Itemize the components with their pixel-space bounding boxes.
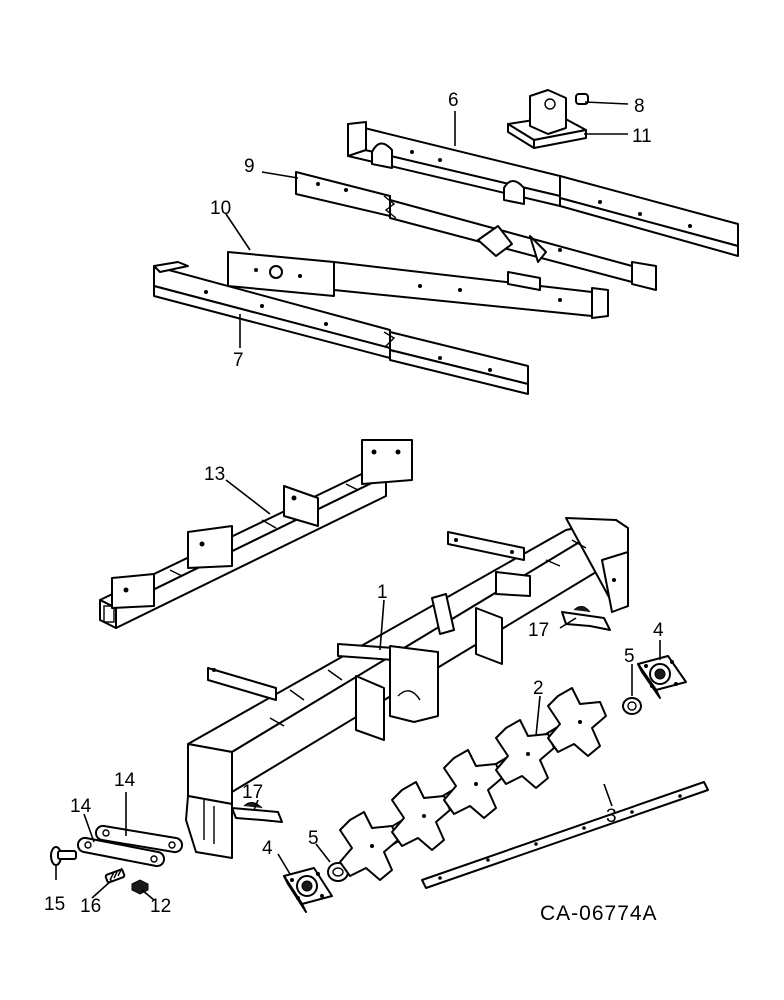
- callout-numbers: 6 8 11 9 10 7 13 1 17 4 5 2 3 17 4 5 14 …: [44, 90, 664, 917]
- part-2-rotor-shaft: [339, 687, 607, 881]
- callout-5-left: 5: [308, 828, 319, 849]
- part-15-pin: [50, 846, 77, 866]
- callout-3: 3: [606, 806, 617, 827]
- callout-8: 8: [634, 96, 645, 117]
- part-10-center-beam: [227, 251, 609, 319]
- part-4-bearing-left: [283, 867, 333, 913]
- callout-1: 1: [377, 582, 388, 603]
- part-14-link-upper: [94, 824, 184, 854]
- callout-12: 12: [150, 896, 171, 917]
- part-12-nut: [131, 879, 149, 895]
- part-11-mount-bracket: [507, 89, 589, 149]
- callout-17-left: 17: [242, 782, 263, 803]
- part-1-main-frame: [185, 517, 629, 859]
- part-3-scraper-strip: [421, 781, 709, 889]
- drawing-code: CA-06774A: [540, 902, 658, 925]
- part-7-front-channel: [153, 261, 529, 395]
- callout-6: 6: [448, 90, 459, 111]
- part-6-rear-channel: [347, 121, 739, 257]
- callout-5-right: 5: [624, 646, 635, 667]
- callout-7: 7: [233, 350, 244, 371]
- callout-17-right: 17: [528, 620, 549, 641]
- callout-9: 9: [244, 156, 255, 177]
- callout-13: 13: [204, 464, 225, 485]
- callout-14-upper: 14: [114, 770, 136, 791]
- callout-11: 11: [632, 126, 652, 147]
- part-4-bearing-right: [637, 655, 687, 699]
- part-13-square-tube: [99, 439, 413, 629]
- callout-2: 2: [533, 678, 544, 699]
- part-14-link-lower: [76, 836, 166, 868]
- callout-10: 10: [210, 198, 231, 219]
- callout-16: 16: [80, 896, 101, 917]
- callout-14-lower: 14: [70, 796, 92, 817]
- part-9-middle-channel: [295, 171, 657, 291]
- part-16-bolt: [104, 867, 126, 884]
- part-17-clip-right: [561, 606, 611, 631]
- part-5-spacer-right: [622, 697, 642, 715]
- callout-15: 15: [44, 894, 65, 915]
- part-17-clip-left: [231, 802, 283, 823]
- leader-lines: [55, 101, 661, 901]
- callout-4-left: 4: [262, 838, 273, 859]
- callout-4-right: 4: [653, 620, 664, 641]
